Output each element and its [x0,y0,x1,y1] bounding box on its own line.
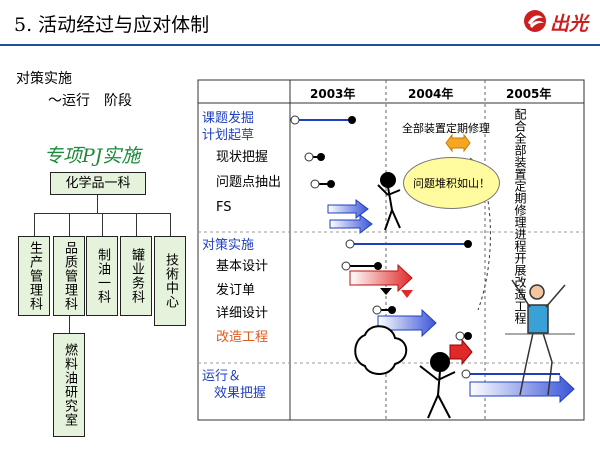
section-label: 对策实施 [202,238,255,253]
org-box-dept: 生产管理科 [18,236,50,316]
phase-subheading: ～运行 阶段 [48,93,132,109]
logo-text: 出光 [550,13,589,35]
org-connector [69,316,70,333]
bar-issue-extraction [310,179,335,189]
task-label: 现状把握 [216,150,269,165]
year-label: 2004年 [408,87,454,101]
arrow-fs [327,199,373,234]
dashed-callout [469,157,491,311]
page-title: 5. 活动经过与应对体制 [14,14,210,36]
org-connector [97,195,98,213]
section-label: 效果把握 [214,386,267,401]
thinking-figure-icon [377,172,401,231]
section-label: 课题发掘 [202,111,255,126]
task-label: 问题点抽出 [216,175,282,190]
repair-marker-icon [445,133,471,153]
org-box-sub: 燃料油研究室 [53,333,85,437]
year-label: 2003年 [310,87,356,101]
org-dept-label: 制油一科 [95,248,110,304]
org-connector [136,213,137,236]
org-dept-label: 品质管理科 [62,241,77,311]
task-label: 发订单 [216,283,256,298]
issue-bubble-text: 问题堆积如山！ [413,177,490,190]
vertical-note: 配合全部装置定期修理进程开展改造工程 [513,108,527,324]
org-connector [34,213,35,236]
org-top-label: 化学品一科 [65,175,131,191]
phase-heading: 对策实施 [16,71,72,87]
task-label-highlight: 改造工程 [216,330,269,345]
org-sub-label: 燃料油研究室 [62,343,77,427]
issue-bubble: 问题堆积如山！ [403,157,500,209]
repair-note: 全部装置定期修理 [402,122,490,135]
bar-basic-design [341,261,382,271]
bar-current-state [304,152,325,162]
logo-mark-icon [524,10,546,32]
task-label: 详细设计 [216,306,269,321]
org-connector [69,213,70,236]
org-box-dept: 品质管理科 [53,236,85,316]
task-label: FS [216,200,232,215]
pj-title: 专项PJ实施 [44,145,141,167]
company-logo: 出光 [522,6,594,36]
org-dept-label: 罐业务科 [129,248,144,304]
section-label: 运行＆ [202,369,242,384]
title-divider [0,44,600,46]
org-dept-label: 技術中心 [163,253,178,309]
task-label: 基本设计 [216,259,269,274]
bar-planning [290,115,356,125]
org-box-dept: 技術中心 [154,236,186,326]
runner-figure-icon [505,279,575,396]
bar-construction [449,331,473,366]
overwhelmed-figure-icon [354,325,456,419]
org-connector [170,213,171,236]
org-dept-label: 生产管理科 [27,241,42,311]
bar-detail-design [372,305,437,338]
org-box-dept: 制油一科 [86,236,118,316]
org-box-top: 化学品一科 [50,172,146,195]
bar-operation [461,369,575,404]
bar-execution [345,239,472,249]
org-box-dept: 罐业务科 [120,236,152,316]
section-label: 计划起草 [202,128,255,143]
org-connector [102,213,103,236]
year-label: 2005年 [506,87,552,101]
arrow-order [349,263,413,298]
